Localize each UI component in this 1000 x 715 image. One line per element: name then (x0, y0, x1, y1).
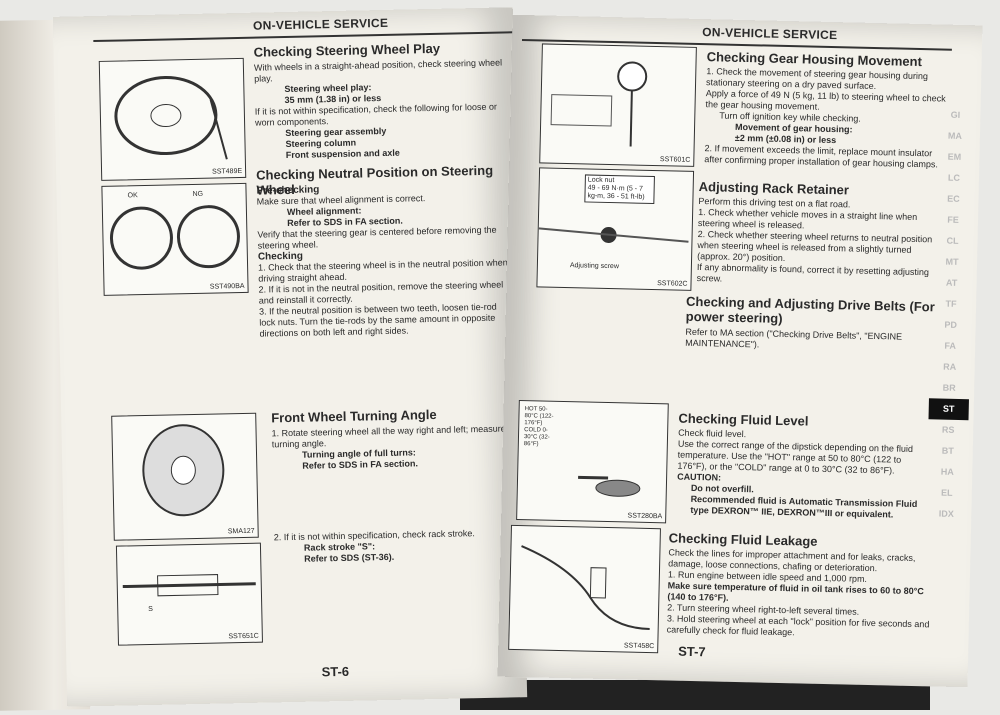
ng-label: NG (192, 190, 204, 199)
tab-lc[interactable]: LC (947, 172, 961, 183)
figure-turning-angle: SMA127 (111, 412, 259, 541)
adjusting-screw-callout: Adjusting screw (569, 262, 619, 271)
text-line: If any abnormality is found, correct it … (696, 262, 930, 284)
tab-fe[interactable]: FE (947, 214, 959, 225)
step: 3. If the neutral position is between tw… (258, 301, 497, 339)
section-tabs: GI MA EM LC EC FE CL MT AT TF PD FA RA BR ST RS BT HA EL ID… (926, 104, 976, 525)
figure-gear-housing: SST601C (539, 43, 697, 167)
header-rule (93, 31, 514, 43)
hot-range: HOT 50-80°C (122-176°F) (524, 406, 554, 427)
figure-label: SST490BA (209, 282, 245, 291)
section-body: 1. Rotate steering wheel all the way rig… (271, 423, 514, 565)
section-title: Checking Fluid Level (678, 410, 809, 429)
section-title: Adjusting Rack Retainer (698, 179, 850, 198)
left-page: ON-VEHICLE SERVICE SST489E OK NG SST490B… (52, 7, 528, 707)
figure-neutral-position: OK NG SST490BA (101, 182, 249, 296)
figure-label: SST602C (657, 280, 688, 288)
section-body: Refer to MA section ("Checking Drive Bel… (685, 327, 940, 355)
figure-fluid-level: HOT 50-80°C (122-176°F)COLD 0-30°C (32-8… (516, 399, 669, 524)
figure-label: SST458C (623, 642, 655, 651)
step: 2. If movement exceeds the limit, replac… (704, 143, 939, 170)
section-body: Pre-checking Make sure that wheel alignm… (256, 180, 509, 339)
tab-br[interactable]: BR (942, 382, 956, 393)
figure-fluid-leakage: SST458C (508, 524, 661, 654)
page-header: ON-VEHICLE SERVICE (252, 15, 389, 33)
figure-label: SMA127 (227, 527, 255, 536)
text-line: Refer to MA section ("Checking Drive Bel… (685, 326, 903, 350)
tab-rs[interactable]: RS (941, 424, 955, 435)
tab-bt[interactable]: BT (941, 445, 954, 456)
figure-rack-stroke: S SST651C (115, 542, 263, 646)
tab-tf[interactable]: TF (945, 298, 957, 309)
tab-ra[interactable]: RA (943, 361, 957, 372)
stroke-s-label: S (148, 605, 154, 614)
page-header: ON-VEHICLE SERVICE (702, 25, 838, 43)
ok-label: OK (127, 192, 138, 200)
tab-st[interactable]: ST (928, 398, 969, 421)
tab-ma[interactable]: MA (947, 130, 963, 141)
figure-label: SST601C (659, 156, 691, 164)
section-title: Front Wheel Turning Angle (271, 406, 437, 426)
section-body: Check fluid level. Use the correct range… (676, 428, 933, 522)
section-title: Checking Fluid Leakage (668, 530, 818, 549)
callout-text: 49 - 69 N·m (5 - 7 kg-m, 36 - 51 ft-lb) (587, 184, 645, 201)
section-body: Check the lines for improper attachment … (667, 547, 934, 641)
figure-label: SST651C (228, 632, 259, 641)
tab-em[interactable]: EM (947, 151, 962, 162)
caution-item: Recommended fluid is Automatic Transmiss… (690, 493, 918, 520)
tab-ha[interactable]: HA (940, 466, 954, 477)
cold-range: COLD 0-30°C (32-86°F) (523, 427, 550, 448)
figure-label: SST280BA (627, 512, 663, 521)
tab-pd[interactable]: PD (944, 319, 958, 330)
tab-gi[interactable]: GI (950, 109, 961, 120)
tab-mt[interactable]: MT (945, 256, 959, 267)
page-number: ST-6 (321, 663, 350, 680)
page-number: ST-7 (678, 643, 706, 660)
callout-text: Lock nut (587, 176, 615, 185)
step: 3. Hold steering wheel at each "lock" po… (666, 613, 930, 638)
tab-idx[interactable]: IDX (938, 508, 954, 519)
tab-el[interactable]: EL (940, 487, 953, 498)
tab-ec[interactable]: EC (947, 193, 960, 204)
section-body: With wheels in a straight-ahead position… (254, 57, 506, 161)
section-body: Perform this driving test on a flat road… (697, 196, 944, 290)
section-title: Checking Steering Wheel Play (253, 40, 441, 60)
figure-label: SST489E (212, 167, 243, 176)
step: 2. Check whether steering wheel returns … (697, 229, 933, 264)
section-title: Checking and Adjusting Drive Belts (For … (685, 293, 935, 326)
tab-at[interactable]: AT (945, 277, 958, 288)
tab-cl[interactable]: CL (946, 235, 959, 246)
figure-steering-wheel-play: SST489E (98, 57, 247, 181)
binding-cover (460, 680, 930, 710)
section-body: 1. Check the movement of steering gear h… (704, 66, 946, 170)
dipstick-scale: HOT 50-80°C (122-176°F)COLD 0-30°C (32-8… (524, 406, 555, 449)
tab-fa[interactable]: FA (944, 340, 957, 351)
